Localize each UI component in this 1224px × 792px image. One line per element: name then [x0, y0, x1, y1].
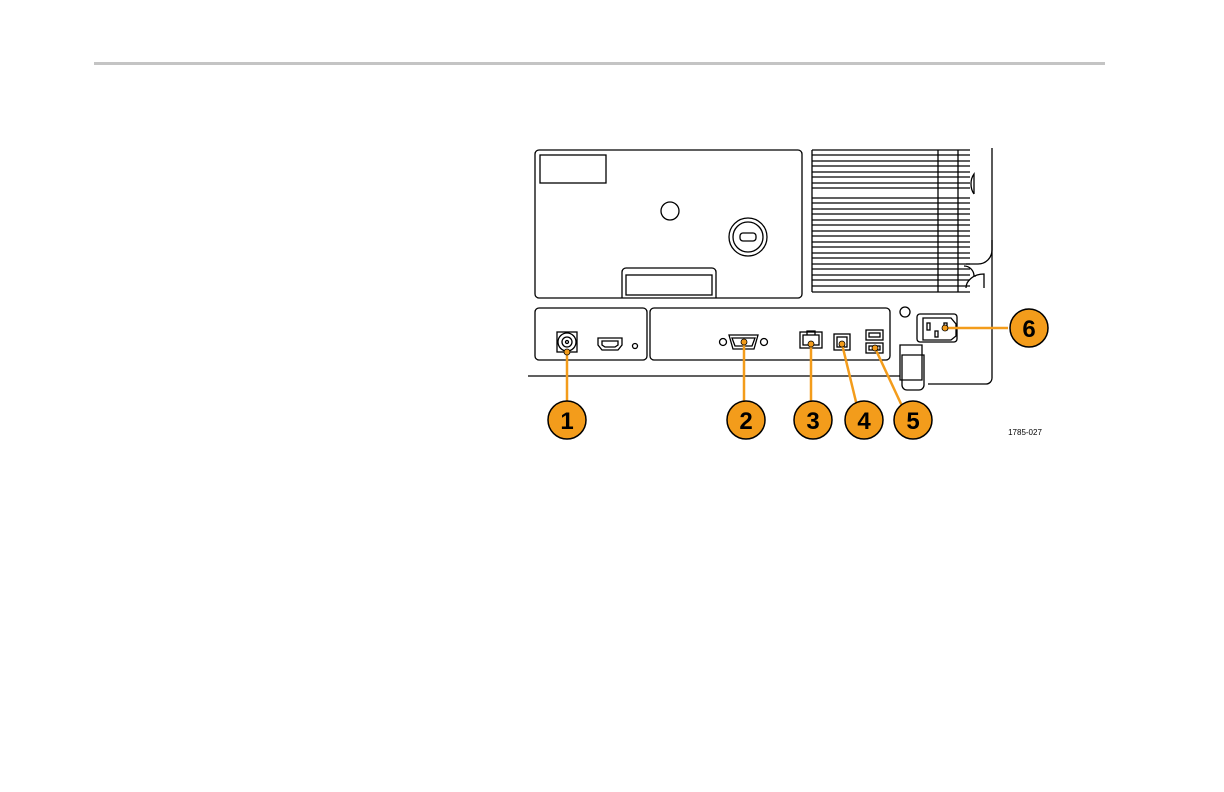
header-rule — [94, 62, 1105, 65]
callout-6: 6 — [1010, 309, 1048, 347]
callout-3: 3 — [794, 401, 832, 439]
leader-5 — [875, 348, 902, 406]
ground-terminal — [900, 307, 910, 317]
callout-number: 6 — [1022, 316, 1035, 343]
callout-4: 4 — [845, 401, 883, 439]
indicator-led — [633, 344, 638, 349]
leader-4 — [842, 344, 857, 406]
lock-slot — [729, 218, 767, 256]
callout-2: 2 — [727, 401, 765, 439]
callout-1: 1 — [548, 401, 586, 439]
cord-retainer — [900, 345, 922, 380]
callout-number: 2 — [739, 408, 752, 435]
figure-id: 1785-027 — [1008, 428, 1042, 437]
upper-panel — [535, 150, 802, 298]
hdmi-port — [598, 338, 622, 350]
screw-hole — [661, 202, 679, 220]
lower-panel — [528, 308, 924, 390]
rear-panel-diagram: 1 2 3 4 5 6 1785-027 — [520, 140, 1060, 450]
label-plate — [540, 155, 606, 183]
callout-5: 5 — [894, 401, 932, 439]
callout-number: 4 — [857, 408, 871, 435]
callout-number: 1 — [560, 408, 573, 435]
callout-number: 5 — [906, 408, 919, 435]
callout-number: 3 — [806, 408, 819, 435]
cooling-vents — [812, 150, 970, 292]
